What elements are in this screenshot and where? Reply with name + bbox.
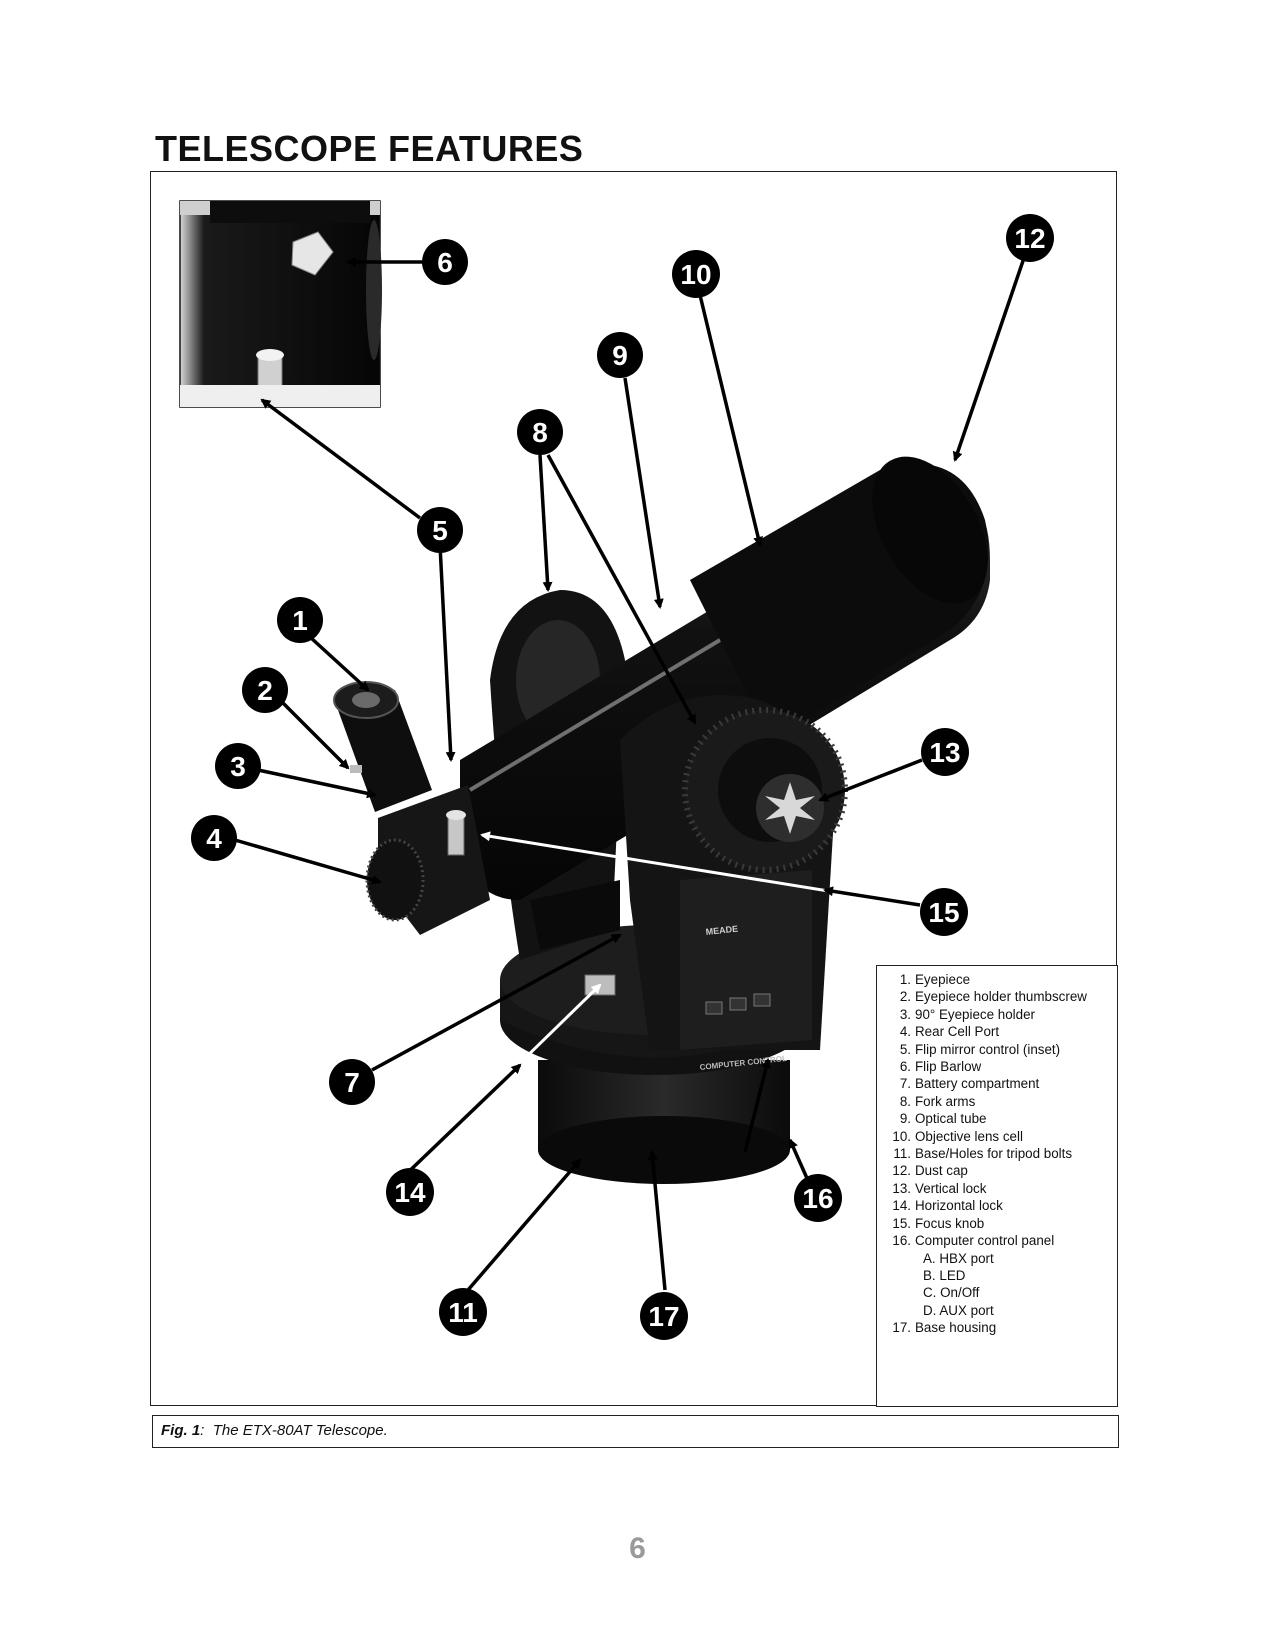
callout-14: 14 xyxy=(386,1168,434,1216)
legend-item: 7.Battery compartment xyxy=(899,1076,1040,1092)
legend-box: 1.Eyepiece 2.Eyepiece holder thumbscrew … xyxy=(876,965,1118,1407)
svg-text:7: 7 xyxy=(344,1067,360,1098)
legend-sub-item: B. LED xyxy=(923,1267,966,1283)
legend-item: 16.Computer control panel xyxy=(892,1233,1055,1249)
svg-text:16: 16 xyxy=(802,1183,833,1214)
callout-10: 10 xyxy=(672,250,720,298)
callout-3: 3 xyxy=(215,743,261,789)
svg-text:9: 9 xyxy=(612,340,628,371)
callout-16: 16 xyxy=(794,1174,842,1222)
svg-text:6: 6 xyxy=(437,247,453,278)
callout-2: 2 xyxy=(242,667,288,713)
legend-item: 15.Focus knob xyxy=(892,1215,985,1231)
legend-item: 12.Dust cap xyxy=(892,1163,968,1179)
svg-text:5: 5 xyxy=(432,515,448,546)
legend-sub-item: D. AUX port xyxy=(923,1302,994,1318)
callout-1: 1 xyxy=(277,597,323,643)
legend-item: 4.Rear Cell Port xyxy=(899,1024,1000,1040)
svg-text:12: 12 xyxy=(1014,223,1045,254)
figure-caption: Fig. 1: The ETX-80AT Telescope. xyxy=(152,1415,1119,1448)
legend-item: 11.Base/Holes for tripod bolts xyxy=(893,1146,1073,1162)
brand-text: MEADE xyxy=(705,924,738,937)
callout-9: 9 xyxy=(597,332,643,378)
legend-item: 9.Optical tube xyxy=(899,1111,987,1127)
callout-arrows xyxy=(234,254,1027,1292)
callout-11: 11 xyxy=(439,1288,487,1336)
figure-label: Fig. 1 xyxy=(161,1422,201,1439)
callout-badges: 1 2 3 4 5 6 7 8 9 10 11 12 13 14 15 16 1… xyxy=(191,214,1054,1340)
inset-photo xyxy=(179,200,382,408)
page-number: 6 xyxy=(629,1532,646,1565)
callout-7: 7 xyxy=(329,1059,375,1105)
svg-text:13: 13 xyxy=(929,737,960,768)
callout-8: 8 xyxy=(517,409,563,455)
svg-text:11: 11 xyxy=(448,1297,478,1328)
svg-text:2: 2 xyxy=(257,675,273,706)
callout-5: 5 xyxy=(417,507,463,553)
legend-item: 13.Vertical lock xyxy=(892,1180,987,1196)
legend-item: 17.Base housing xyxy=(892,1320,997,1336)
callout-13: 13 xyxy=(921,728,969,776)
legend-item: 1.Eyepiece xyxy=(899,972,971,987)
svg-text:8: 8 xyxy=(532,417,548,448)
figure-frame xyxy=(150,171,1117,1406)
callout-15: 15 xyxy=(920,888,968,936)
callout-17: 17 xyxy=(640,1292,688,1340)
legend-item: 5.Flip mirror control (inset) xyxy=(899,1041,1061,1057)
telescope-body: MEADE COMPUTER CONTROL xyxy=(333,456,990,1184)
svg-text:15: 15 xyxy=(928,897,959,928)
svg-text:17: 17 xyxy=(648,1301,679,1332)
legend-item: 10.Objective lens cell xyxy=(892,1128,1023,1144)
svg-text:4: 4 xyxy=(206,823,222,854)
legend-sub-item: C. On/Off xyxy=(923,1285,980,1301)
page-title: TELESCOPE FEATURES xyxy=(155,128,584,169)
legend-item: 14.Horizontal lock xyxy=(892,1198,1003,1214)
callout-4: 4 xyxy=(191,815,237,861)
svg-text:3: 3 xyxy=(230,751,246,782)
callout-6: 6 xyxy=(422,239,468,285)
caption-text: The ETX-80AT Telescope. xyxy=(212,1422,388,1439)
callout-12: 12 xyxy=(1006,214,1054,262)
legend-item: 3.90° Eyepiece holder xyxy=(899,1006,1035,1022)
svg-text:1: 1 xyxy=(292,605,308,636)
caption-separator: : xyxy=(200,1422,213,1439)
svg-text:10: 10 xyxy=(680,259,711,290)
legend-item: 2.Eyepiece holder thumbscrew xyxy=(899,989,1087,1005)
legend-sub-item: A. HBX port xyxy=(923,1250,994,1266)
svg-text:14: 14 xyxy=(394,1177,426,1208)
legend-item: 8.Fork arms xyxy=(899,1093,976,1109)
legend-item: 6.Flip Barlow xyxy=(899,1059,982,1075)
